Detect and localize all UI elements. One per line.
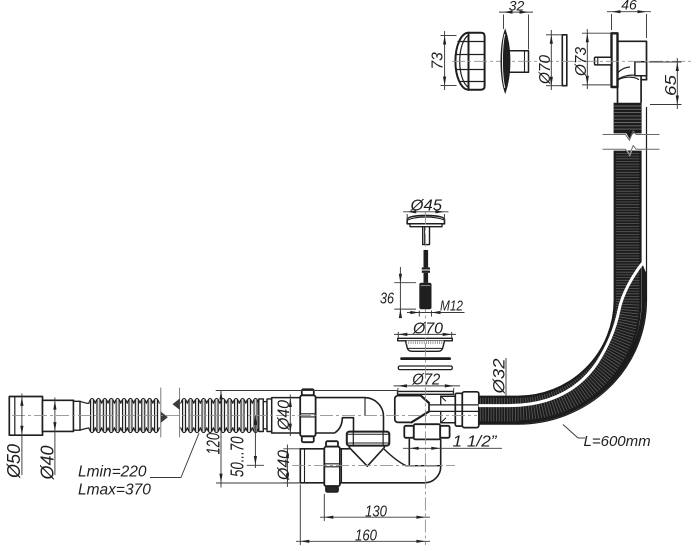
svg-text:1 1/2”: 1 1/2” (453, 433, 498, 450)
svg-text:L=600mm: L=600mm (584, 433, 651, 450)
svg-text:Ø50: Ø50 (4, 444, 24, 479)
svg-text:M12: M12 (440, 298, 463, 314)
svg-text:Ø73: Ø73 (573, 47, 590, 77)
svg-text:Ø40: Ø40 (38, 446, 58, 481)
svg-text:Ø32: Ø32 (490, 358, 509, 395)
svg-text:Ø45: Ø45 (410, 197, 443, 214)
svg-text:160: 160 (355, 528, 377, 545)
svg-text:130: 130 (365, 503, 387, 520)
svg-text:50...70: 50...70 (228, 437, 248, 478)
svg-text:Ø70: Ø70 (537, 55, 554, 85)
svg-text:73: 73 (430, 52, 447, 70)
svg-text:Ø72: Ø72 (411, 371, 440, 388)
svg-text:Ø40: Ø40 (274, 449, 293, 480)
svg-text:46: 46 (621, 0, 637, 13)
svg-text:65: 65 (663, 75, 680, 96)
svg-text:120: 120 (204, 433, 224, 455)
svg-text:32: 32 (509, 0, 525, 13)
svg-text:Ø70: Ø70 (412, 320, 443, 337)
svg-text:Ø40: Ø40 (274, 399, 293, 430)
svg-text:Lmin=220: Lmin=220 (78, 464, 147, 481)
svg-text:36: 36 (380, 290, 394, 307)
svg-text:Lmax=370: Lmax=370 (78, 482, 151, 499)
